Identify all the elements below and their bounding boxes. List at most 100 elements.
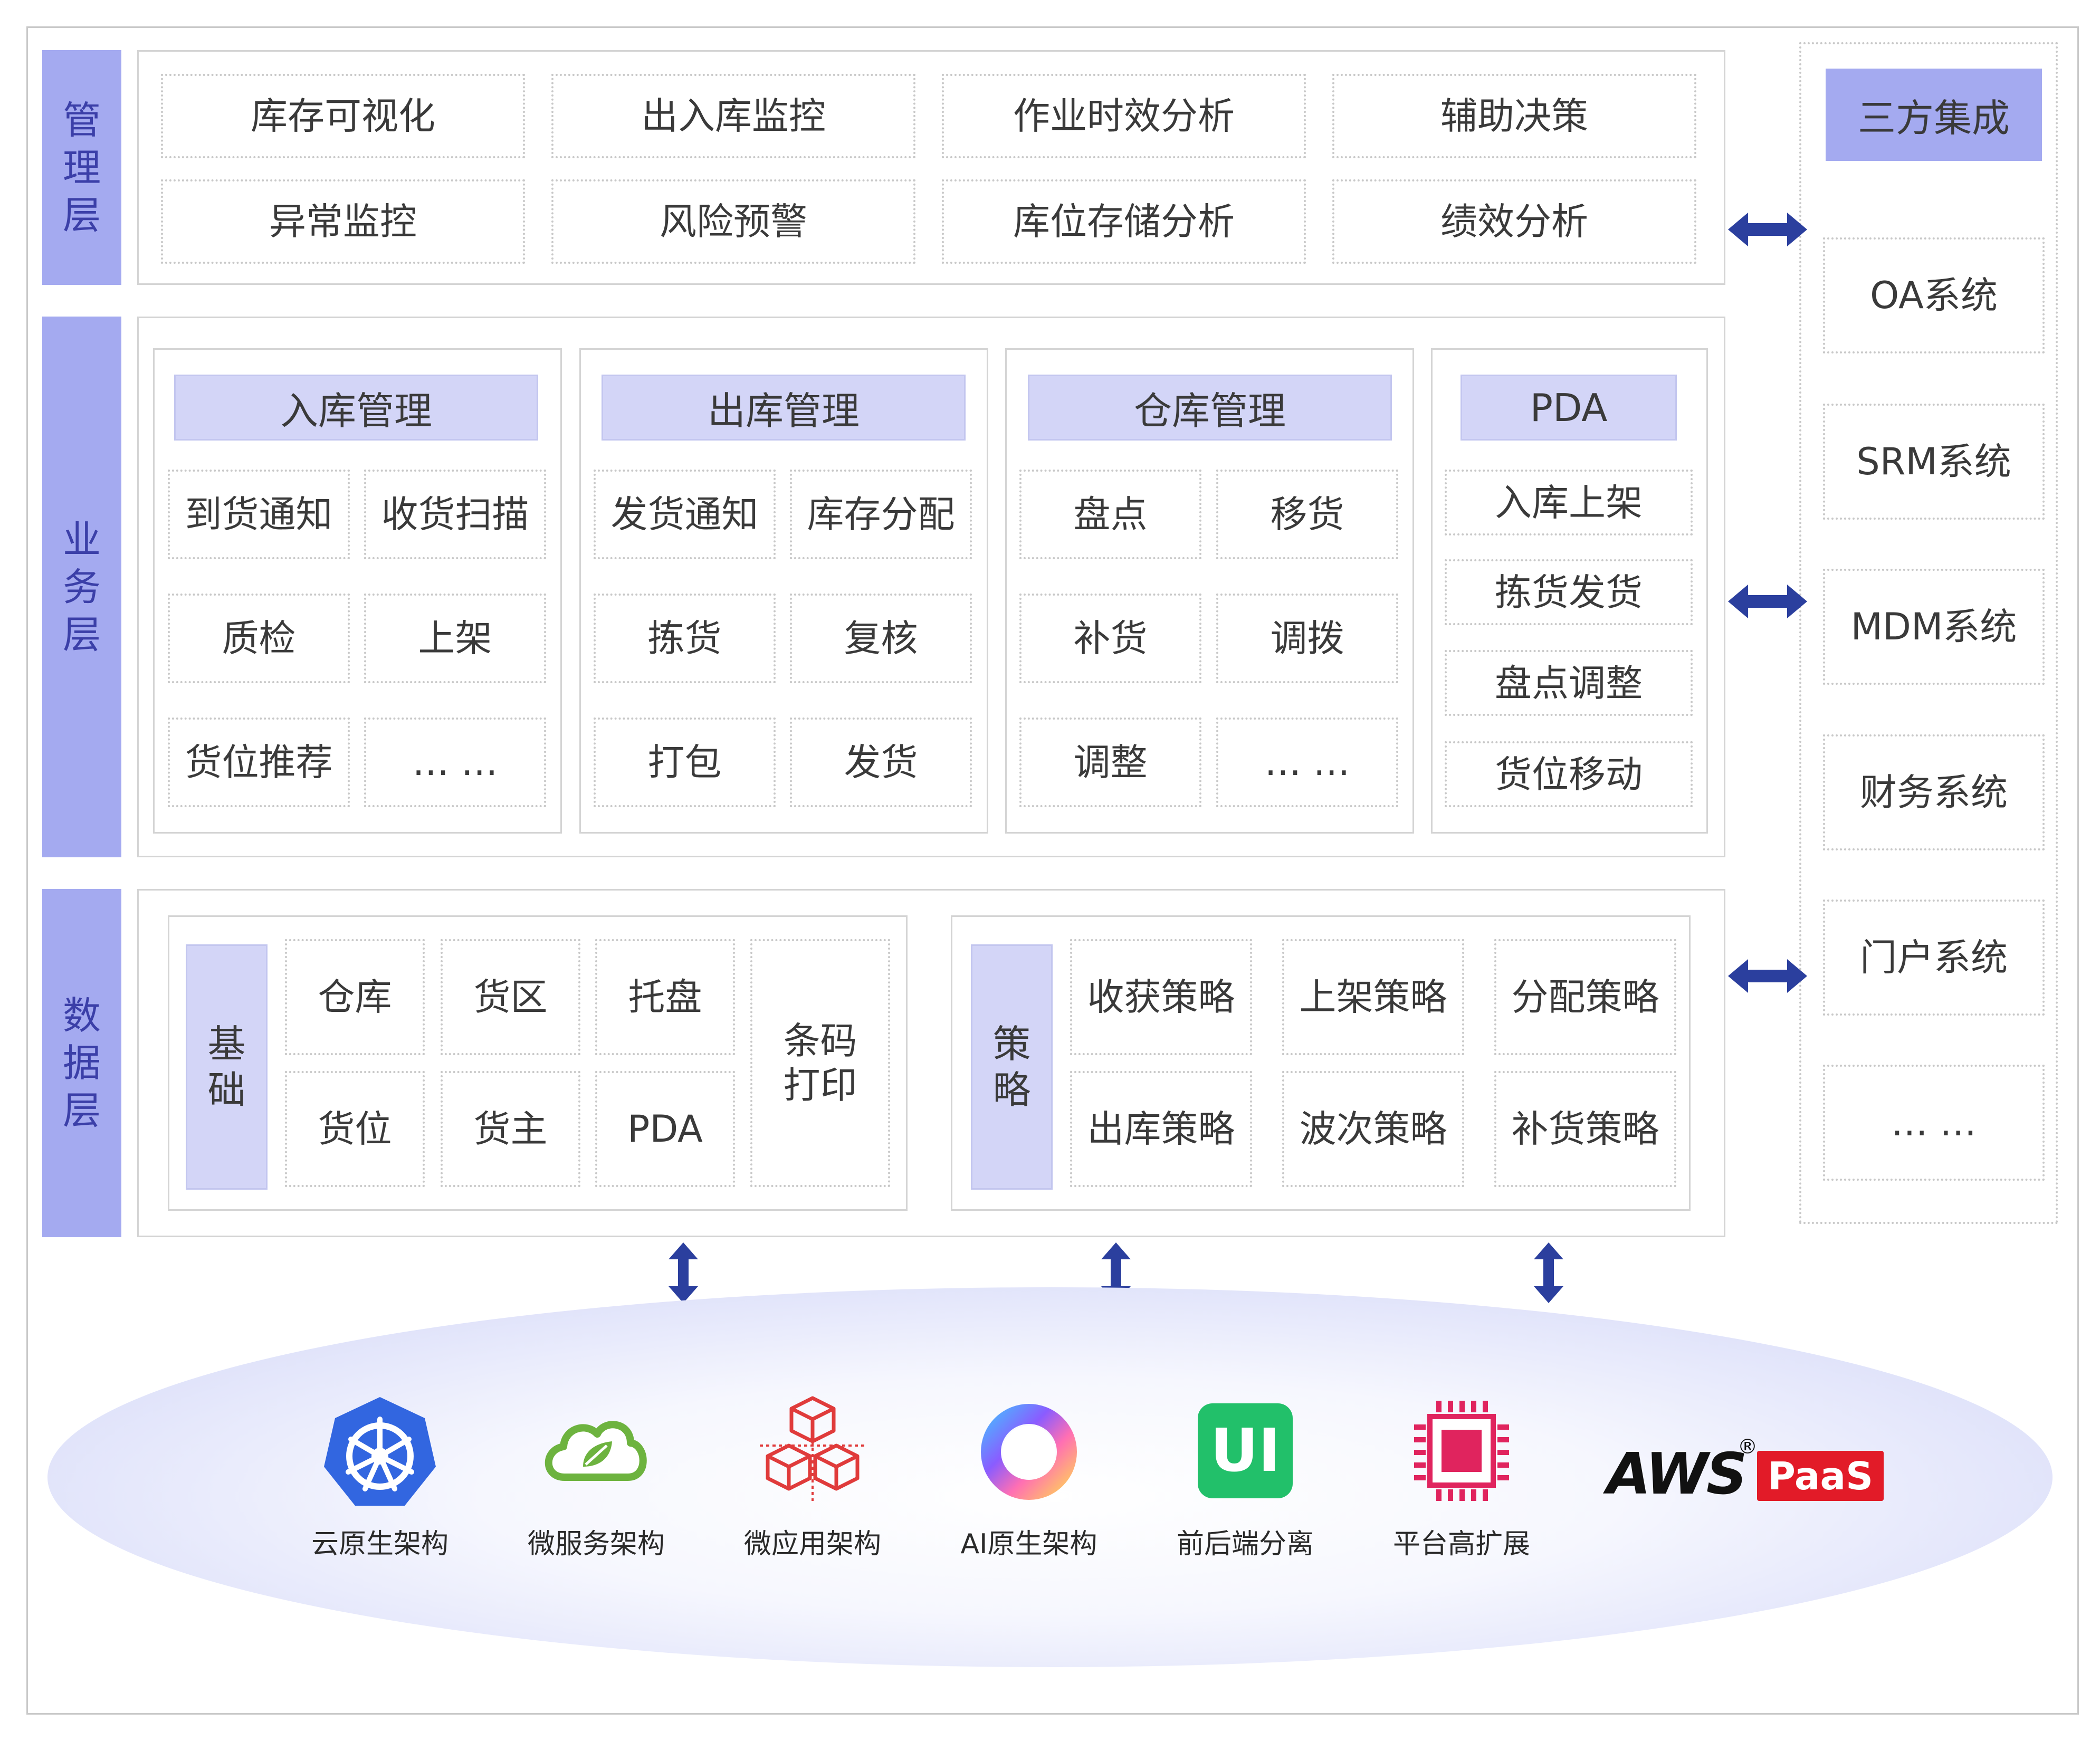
outbound-item: 发货通知	[594, 470, 776, 559]
management-layer-label: 管 理 层	[42, 50, 121, 285]
diagram-frame	[26, 26, 2079, 1715]
base-item: 托盘	[595, 939, 735, 1055]
inbound-panel	[153, 348, 562, 834]
inbound-item: 质检	[168, 594, 350, 683]
pda-item: 盘点调整	[1445, 650, 1693, 716]
mgmt-item: 风险预警	[551, 179, 915, 264]
third-party-item: MDM系统	[1823, 569, 2045, 685]
base-label-text: 基 础	[207, 1022, 246, 1112]
base-panel	[168, 915, 908, 1211]
base-label: 基 础	[186, 944, 268, 1190]
tech-item-micro-app: 微应用架构	[718, 1393, 908, 1561]
tech-label: 微应用架构	[743, 1528, 881, 1560]
warehouse-item: 补货	[1019, 594, 1201, 683]
outbound-item: 复核	[790, 594, 972, 683]
base-item: 货位	[285, 1071, 425, 1187]
tech-item-cloud-native: 云原生架构	[285, 1393, 475, 1561]
third-party-column	[1799, 42, 2058, 1224]
inbound-item: … …	[364, 718, 546, 807]
pda-item: 货位移动	[1445, 741, 1693, 807]
third-party-item: 门户系统	[1823, 900, 2045, 1016]
data-layer-text: 数 据 层	[62, 993, 101, 1133]
svg-text:UI: UI	[1210, 1417, 1281, 1485]
warehouse-item: 调整	[1019, 718, 1201, 807]
chip-icon	[1414, 1401, 1509, 1501]
outbound-title: 出库管理	[602, 375, 966, 441]
strategy-label: 策 略	[971, 944, 1053, 1190]
tech-label: 云原生架构	[311, 1528, 448, 1560]
mgmt-item: 作业时效分析	[942, 74, 1306, 158]
tech-item-microservice: 微服务架构	[501, 1393, 691, 1561]
warehouse-panel	[1005, 348, 1414, 834]
outbound-item: 发货	[790, 718, 972, 807]
outbound-item: 库存分配	[790, 470, 972, 559]
aws-paas-logo: AWS ® PaaS	[1607, 1435, 1892, 1514]
double-arrow-icon	[1728, 959, 1807, 993]
inbound-item: 到货通知	[168, 470, 350, 559]
barcode-print-item: 条码 打印	[750, 939, 890, 1187]
vertical-double-arrow-icon	[1534, 1242, 1563, 1303]
strategy-panel	[951, 915, 1691, 1211]
inbound-item: 货位推荐	[168, 718, 350, 807]
mgmt-item: 库存可视化	[161, 74, 525, 158]
strategy-item: 分配策略	[1494, 939, 1676, 1055]
spring-cloud-icon	[545, 1421, 647, 1481]
base-item: 货区	[441, 939, 580, 1055]
business-layer-text: 业 务 层	[62, 517, 101, 657]
business-layer-label: 业 务 层	[42, 317, 121, 857]
strategy-item: 补货策略	[1494, 1071, 1676, 1187]
tech-item-frontend-backend: UI 前后端分离	[1150, 1393, 1340, 1561]
warehouse-item: … …	[1216, 718, 1398, 807]
third-party-item: SRM系统	[1823, 404, 2045, 520]
warehouse-item: 盘点	[1019, 470, 1201, 559]
strategy-label-text: 策 略	[992, 1022, 1031, 1112]
mgmt-item: 辅助决策	[1332, 74, 1696, 158]
mgmt-item: 绩效分析	[1332, 179, 1696, 264]
tech-label: 微服务架构	[527, 1528, 665, 1560]
registered-mark: ®	[1738, 1435, 1758, 1458]
third-party-title: 三方集成	[1826, 69, 2042, 161]
pda-panel	[1431, 348, 1708, 834]
inbound-item: 上架	[364, 594, 546, 683]
tech-label: AI原生架构	[960, 1528, 1097, 1560]
third-party-item: OA系统	[1823, 237, 2045, 353]
tech-item-extensibility: 平台高扩展	[1367, 1393, 1557, 1561]
inbound-item: 收货扫描	[364, 470, 546, 559]
inbound-title: 入库管理	[174, 375, 538, 441]
mgmt-item: 库位存储分析	[942, 179, 1306, 264]
double-arrow-icon	[1728, 585, 1807, 618]
third-party-item: 财务系统	[1823, 734, 2045, 850]
base-item: 仓库	[285, 939, 425, 1055]
data-layer-label: 数 据 层	[42, 889, 121, 1237]
ui-icon: UI	[1198, 1403, 1293, 1498]
mgmt-item: 异常监控	[161, 179, 525, 264]
tech-item-ai-native: AI原生架构	[934, 1393, 1124, 1561]
strategy-item: 收获策略	[1070, 939, 1252, 1055]
tech-label: 前后端分离	[1176, 1528, 1314, 1560]
paas-badge: PaaS	[1757, 1451, 1884, 1501]
pda-item: 拣货发货	[1445, 559, 1693, 625]
pda-title: PDA	[1461, 375, 1677, 441]
kubernetes-icon	[324, 1397, 436, 1506]
mgmt-item: 出入库监控	[551, 74, 915, 158]
barcode-print-text: 条码 打印	[783, 1019, 857, 1107]
warehouse-item: 调拨	[1216, 594, 1398, 683]
strategy-item: 上架策略	[1282, 939, 1464, 1055]
outbound-panel	[579, 348, 988, 834]
tech-label: 平台高扩展	[1392, 1528, 1530, 1560]
micro-app-cubes-icon	[760, 1396, 865, 1501]
warehouse-title: 仓库管理	[1028, 375, 1392, 441]
base-item: 货主	[441, 1071, 580, 1187]
aws-logo-text: AWS	[1607, 1441, 1748, 1507]
third-party-item: … …	[1823, 1065, 2045, 1181]
outbound-item: 打包	[594, 718, 776, 807]
base-item: PDA	[595, 1071, 735, 1187]
strategy-item: 出库策略	[1070, 1071, 1252, 1187]
management-layer-text: 管 理 层	[62, 98, 101, 237]
vertical-double-arrow-icon	[669, 1242, 698, 1303]
pda-item: 入库上架	[1445, 470, 1693, 535]
outbound-item: 拣货	[594, 594, 776, 683]
strategy-item: 波次策略	[1282, 1071, 1464, 1187]
double-arrow-icon	[1728, 213, 1807, 246]
warehouse-item: 移货	[1216, 470, 1398, 559]
